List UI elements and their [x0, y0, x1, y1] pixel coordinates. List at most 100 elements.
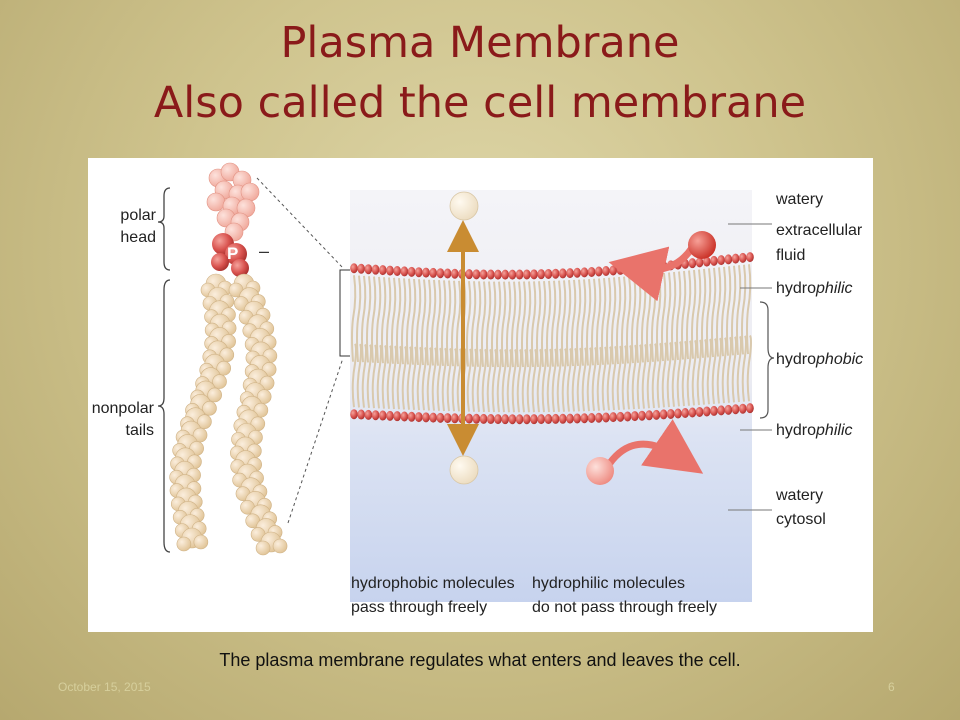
lipid-tail-bottom	[401, 346, 407, 410]
lipid-tail-top	[531, 281, 537, 368]
lipid-head-bottom	[688, 407, 697, 418]
lipid-head-bottom	[667, 408, 675, 419]
lipid-tail-bottom	[356, 343, 362, 408]
lipid-head-top	[710, 255, 718, 266]
lipid-head-top	[479, 269, 488, 280]
lipid-tail-bottom	[721, 337, 727, 404]
lipid-tail-bottom	[746, 334, 752, 402]
lipid-head-bottom	[674, 408, 682, 419]
lipid-tail-top	[666, 272, 672, 361]
lipid-tail-bottom	[621, 345, 627, 410]
lipid-head-top	[580, 267, 589, 278]
lipid-tail-top	[376, 276, 382, 364]
lipid-head-top	[386, 265, 394, 276]
extracellular-label-3: fluid	[776, 247, 805, 264]
lipid-head-bottom	[652, 409, 661, 420]
lipid-tail-top	[386, 277, 392, 364]
lipid-head-bottom	[580, 413, 589, 424]
tail-atom	[176, 536, 192, 552]
lipid-tail-bottom	[681, 340, 687, 407]
lipid-tail-top	[396, 277, 402, 365]
lipid-head-top	[494, 269, 502, 280]
lipid-head-top	[379, 265, 387, 276]
lipid-tail-top	[426, 279, 432, 366]
lipid-head-top	[559, 268, 567, 279]
lipid-tail-top	[546, 280, 552, 367]
lipid-head-top	[508, 269, 517, 280]
lipid-head-top	[587, 266, 596, 277]
lipid-tail-bottom	[736, 335, 742, 403]
lipid-tail-top	[601, 277, 607, 365]
phosphate-atom	[231, 259, 249, 277]
lipid-head-top	[465, 269, 474, 280]
lipid-tail-top	[366, 276, 372, 363]
lipid-tail-bottom	[741, 335, 747, 402]
lipid-head-top	[724, 254, 733, 265]
lipid-tail-bottom	[546, 348, 552, 413]
lipid-tail-bottom	[656, 342, 662, 408]
lipid-tail-bottom	[466, 348, 472, 412]
footer-date: October 15, 2015	[58, 680, 151, 694]
lipid-head-bottom	[350, 409, 358, 420]
lipid-tail-top	[741, 264, 747, 355]
lipid-tail-top	[576, 279, 582, 366]
lipid-tail-top	[556, 280, 562, 367]
lipid-head-top	[595, 266, 603, 277]
lipid-head-bottom	[739, 403, 747, 414]
lipid-head-bottom	[508, 414, 517, 425]
lipid-head-top	[573, 267, 581, 278]
lipid-head-bottom	[573, 413, 581, 424]
tail-atom	[272, 538, 288, 554]
lipid-tail-bottom	[691, 339, 697, 406]
lipid-tail-bottom	[381, 345, 387, 409]
lipid-tail-top	[466, 281, 472, 367]
lipid-tail-bottom	[511, 349, 517, 413]
lipid-tail-top	[496, 281, 502, 368]
lipid-head-bottom	[566, 413, 574, 424]
lipid-tail-bottom	[516, 348, 522, 413]
lipid-tail-bottom	[671, 341, 677, 407]
lipid-head-bottom	[551, 413, 560, 424]
lipid-tail-bottom	[566, 348, 572, 412]
lipid-tail-top	[591, 278, 597, 366]
lipid-tail-bottom	[536, 348, 542, 413]
lipid-head-bottom	[523, 414, 531, 425]
lipid-head-bottom	[609, 412, 617, 423]
membrane-diagram: P – polar head nonpolar tails watery ext…	[92, 162, 863, 616]
lipid-head-bottom	[638, 410, 646, 421]
tail-atom	[212, 374, 227, 389]
hydrophilic-caption-2: do not pass through freely	[532, 599, 717, 616]
hydrophobic-label: hydrophobic	[776, 351, 863, 368]
lipid-head-bottom	[681, 407, 689, 418]
lipid-tail-top	[716, 267, 722, 357]
lipid-head-top	[350, 263, 358, 274]
lipid-tail-bottom	[726, 336, 732, 403]
lipid-tail-bottom	[426, 347, 432, 411]
lipid-head-bottom	[429, 412, 438, 423]
lipid-tail-top	[456, 280, 462, 367]
hydrophilic-top-label: hydrophilic	[776, 280, 853, 297]
lipid-tail-bottom	[471, 348, 477, 412]
polar-head-atom	[240, 182, 260, 202]
lipid-tail-top	[686, 270, 692, 360]
lipid-head-top	[616, 264, 625, 275]
lipid-head-top	[515, 269, 524, 280]
lipid-head-bottom	[530, 414, 538, 425]
lipid-head-bottom	[407, 411, 416, 422]
nonpolar-label-1: nonpolar	[92, 400, 155, 417]
lipid-tail-top	[471, 281, 477, 367]
lipid-tail-top	[681, 270, 687, 360]
lipid-tail-bottom	[661, 342, 667, 408]
lipid-tail-bottom	[571, 347, 577, 412]
lipid-head-bottom	[357, 409, 366, 420]
lipid-tail-top	[506, 281, 512, 368]
lipid-head-top	[451, 268, 459, 279]
lipid-head-top	[602, 265, 610, 276]
lipid-tail-bottom	[486, 348, 492, 413]
lipid-head-bottom	[616, 411, 625, 422]
lipid-head-bottom	[731, 404, 740, 415]
lipid-tail-top	[491, 281, 497, 368]
lipid-head-top	[731, 253, 740, 264]
cytosol-label-1: watery	[775, 487, 823, 504]
charge-symbol: –	[259, 241, 269, 261]
